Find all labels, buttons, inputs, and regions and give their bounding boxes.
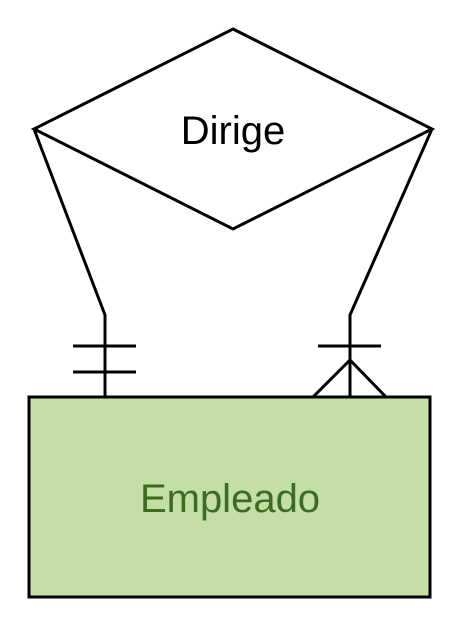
relationship-label: Dirige (181, 109, 285, 153)
entity-box[interactable] (27, 395, 432, 599)
connector-right[interactable] (311, 128, 434, 399)
connector-left-line[interactable] (32, 128, 107, 397)
relationship-dirige[interactable]: Dirige (30, 27, 436, 231)
connector-left[interactable] (32, 128, 136, 397)
connector-right-line[interactable] (348, 128, 434, 397)
entity-label: Empleado (140, 477, 320, 521)
crows-foot-right-prong (348, 358, 388, 399)
relationship-diamond[interactable] (30, 27, 436, 231)
entity-empleado[interactable]: Empleado (27, 395, 432, 599)
crows-foot-left-prong (311, 358, 352, 399)
